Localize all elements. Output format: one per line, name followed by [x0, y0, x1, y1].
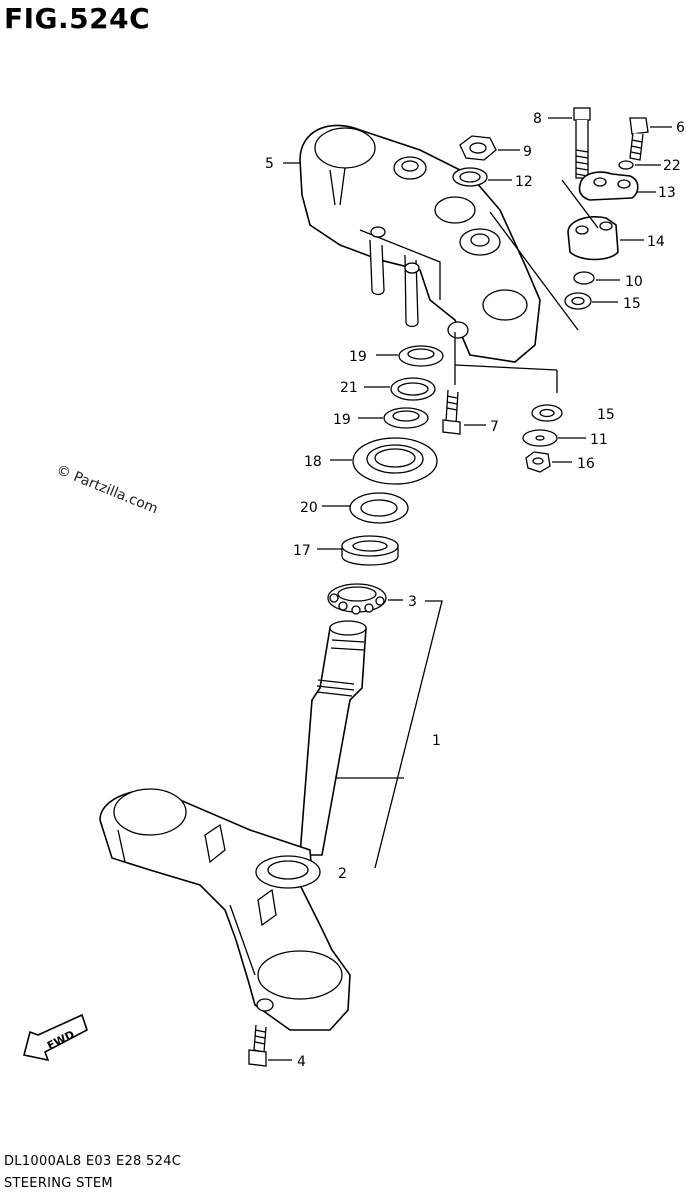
bolt-7[interactable]: [442, 389, 461, 435]
race-17[interactable]: [341, 535, 399, 566]
bolt-6[interactable]: [629, 117, 649, 161]
callout-6: 6: [676, 120, 685, 136]
cushion-15-lower[interactable]: [531, 404, 563, 422]
callout-5: 5: [265, 156, 274, 172]
lower-bracket[interactable]: [99, 788, 351, 1031]
callout-19-upper: 19: [349, 349, 367, 365]
cushion-15-upper[interactable]: [564, 292, 592, 310]
bearing-3[interactable]: [327, 583, 387, 615]
holder-14[interactable]: [567, 216, 619, 261]
callout-15-upper: 15: [623, 296, 641, 312]
washer-12[interactable]: [452, 167, 488, 187]
callout-20: 20: [300, 500, 318, 516]
bolt-8[interactable]: [573, 107, 591, 179]
callout-16: 16: [577, 456, 595, 472]
callout-7: 7: [490, 419, 499, 435]
seal-18[interactable]: [352, 437, 438, 485]
clamp-13[interactable]: [578, 171, 639, 201]
nut-16[interactable]: [525, 451, 551, 473]
callout-1: 1: [432, 733, 441, 749]
section-name: STEERING STEM: [4, 1176, 113, 1191]
model-code: DL1000AL8 E03 E28 524C: [4, 1154, 182, 1169]
nut-19-lower[interactable]: [383, 407, 429, 429]
washer-21[interactable]: [390, 377, 436, 401]
callout-3: 3: [408, 594, 417, 610]
nut-19-upper[interactable]: [398, 345, 444, 367]
callout-2: 2: [338, 866, 347, 882]
callout-21: 21: [340, 380, 358, 396]
callout-12: 12: [515, 174, 533, 190]
callout-13: 13: [658, 185, 676, 201]
callout-8: 8: [533, 111, 542, 127]
washer-22[interactable]: [618, 160, 634, 170]
steering-stem[interactable]: [299, 620, 367, 856]
callout-11: 11: [590, 432, 608, 448]
washer-10[interactable]: [573, 271, 595, 285]
callout-15-lower: 15: [597, 407, 615, 423]
callout-4: 4: [297, 1054, 306, 1070]
figure-title: FIG.524C: [4, 2, 151, 35]
callout-17: 17: [293, 543, 311, 559]
callout-14: 14: [647, 234, 665, 250]
callout-19-lower: 19: [333, 412, 351, 428]
callout-10: 10: [625, 274, 643, 290]
callout-22: 22: [663, 158, 681, 174]
nut-9[interactable]: [459, 135, 497, 161]
bolt-4[interactable]: [248, 1024, 267, 1067]
fwd-arrow-icon: FWD: [23, 1013, 88, 1062]
washer-20[interactable]: [349, 492, 409, 524]
callout-9: 9: [523, 144, 532, 160]
upper-bracket[interactable]: [299, 124, 541, 363]
callout-18: 18: [304, 454, 322, 470]
